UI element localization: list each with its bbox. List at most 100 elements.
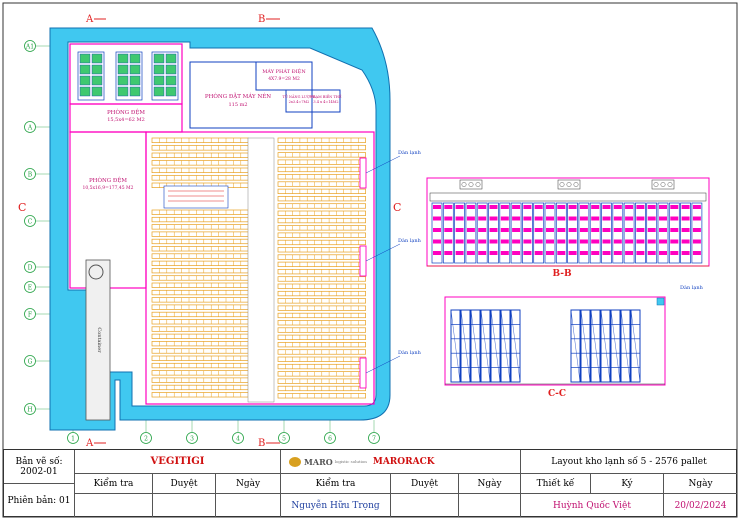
- section-bb-fan-blade: [573, 182, 579, 187]
- section-bb-beam: [429, 192, 707, 202]
- section-bb-fan-blade: [653, 182, 659, 187]
- section-bb-rack: [589, 202, 601, 264]
- section-cc-rack: [570, 309, 581, 383]
- section-bb-pallet: [444, 216, 453, 221]
- section-bb-pallet: [568, 239, 577, 244]
- evaporator-leader: [365, 243, 401, 262]
- section-bb-pallet: [659, 239, 667, 244]
- section-bb-label: B-B: [552, 269, 572, 279]
- section-bb-pallet: [512, 216, 521, 221]
- drawing-number: 2002-01: [20, 466, 58, 477]
- section-bb-pallet: [636, 251, 645, 255]
- section-bb-pallet: [489, 216, 498, 221]
- grid-row-bubble: [24, 281, 36, 293]
- section-cc: [444, 296, 666, 386]
- section-bb-pallet: [466, 239, 475, 244]
- section-bb-pallet: [534, 251, 543, 255]
- grid-col-label: 6: [328, 436, 332, 443]
- section-bb-rack: [544, 202, 556, 264]
- section-bb-pallet: [591, 216, 600, 221]
- section-bb-rack: [646, 202, 658, 264]
- section-bb-pallet: [433, 216, 441, 221]
- notes-box: [163, 185, 229, 209]
- grid-col-bubble: [232, 432, 244, 444]
- machine-cell: [91, 75, 103, 86]
- section-bb-pallet: [692, 228, 701, 232]
- machine-cell: [165, 64, 177, 75]
- section-bb-pallet: [591, 205, 600, 209]
- machine-cell: [79, 75, 91, 86]
- section-cc-rack: [490, 309, 501, 383]
- section-cc-frame: [444, 296, 666, 386]
- substation-label: TRẠM BIẾN THẾ: [311, 93, 342, 99]
- section-cc-rack: [480, 309, 491, 383]
- substation-area: 3.4 x 4=14M2: [313, 100, 338, 104]
- section-bb-pallet: [523, 216, 532, 221]
- section-mark-b-bottom: B: [258, 438, 265, 449]
- section-bb-pallet: [444, 205, 453, 209]
- section-bb-pallet: [478, 251, 487, 255]
- section-bb-fan: [557, 179, 581, 190]
- section-bb-pallet: [647, 239, 656, 244]
- grid-row-label: A: [27, 125, 33, 132]
- container-label: Container: [96, 327, 102, 353]
- section-bb-pallet: [500, 205, 509, 209]
- grid-col-bubble: [67, 432, 79, 444]
- section-bb-pallet: [692, 205, 701, 209]
- section-cc-rack: [460, 309, 471, 383]
- section-bb-pallet: [500, 216, 509, 221]
- section-bb-pallet: [466, 228, 475, 232]
- section-mark-c-right: C: [393, 201, 401, 214]
- header-sign: Ký: [591, 474, 664, 494]
- drawing-number-cell: Bản vẽ số: 2002-01: [4, 450, 75, 484]
- section-bb-pallet: [557, 205, 566, 209]
- section-bb-pallet: [455, 239, 464, 244]
- section-bb-pallet: [579, 216, 588, 221]
- value-approve-1: [153, 494, 216, 517]
- section-bb-pallet: [681, 251, 690, 255]
- section-bb-pallet: [602, 239, 611, 244]
- machine-cell: [129, 75, 141, 86]
- main-aisle: [247, 137, 275, 403]
- section-bb-pallet: [489, 228, 498, 232]
- section-bb-pallet: [613, 205, 622, 209]
- section-bb-rack: [555, 202, 567, 264]
- machine-cell: [153, 75, 165, 86]
- buffer-small-area: 15,5x4=62 M2: [107, 117, 145, 123]
- section-bb-pallet: [523, 205, 532, 209]
- section-bb-pallet: [613, 216, 622, 221]
- machine-cell: [117, 86, 129, 97]
- section-cc-brace: [460, 309, 471, 383]
- machine-cell: [129, 86, 141, 97]
- section-bb-pallet: [500, 228, 509, 232]
- section-bb-pallet: [692, 216, 701, 221]
- section-bb-pallet: [466, 205, 475, 209]
- grid-row-label: C: [28, 219, 33, 226]
- generator-label: MÁY PHÁT ĐIỆN: [262, 67, 306, 75]
- company-logo-sub: logistic solution: [334, 459, 367, 464]
- section-bb-rack: [601, 202, 612, 264]
- machine-cell: [153, 53, 165, 64]
- section-cc-rack: [450, 309, 461, 383]
- section-bb-rack: [691, 202, 703, 264]
- section-bb-pallet: [433, 239, 441, 244]
- section-bb-pallet: [613, 239, 622, 244]
- section-cc-brace: [500, 309, 511, 383]
- section-bb-pallet: [557, 228, 566, 232]
- section-cc-brace: [610, 309, 621, 383]
- section-bb-pallet: [444, 228, 453, 232]
- section-bb-pallet: [500, 239, 509, 244]
- section-bb-pallet: [625, 251, 634, 255]
- section-bb-pallet: [489, 205, 498, 209]
- section-bb-fan-blade: [461, 182, 467, 187]
- grid-row-label: A1: [25, 44, 34, 51]
- section-cc-label: C-C: [548, 389, 566, 399]
- section-bb-pallet: [647, 228, 656, 232]
- machine-cell: [153, 86, 165, 97]
- machine-cell: [91, 64, 103, 75]
- header-check-2: Kiểm tra: [281, 474, 391, 494]
- section-bb-pallet: [613, 251, 622, 255]
- section-bb-pallet: [625, 216, 634, 221]
- section-mark-a-bottom: A: [85, 438, 94, 449]
